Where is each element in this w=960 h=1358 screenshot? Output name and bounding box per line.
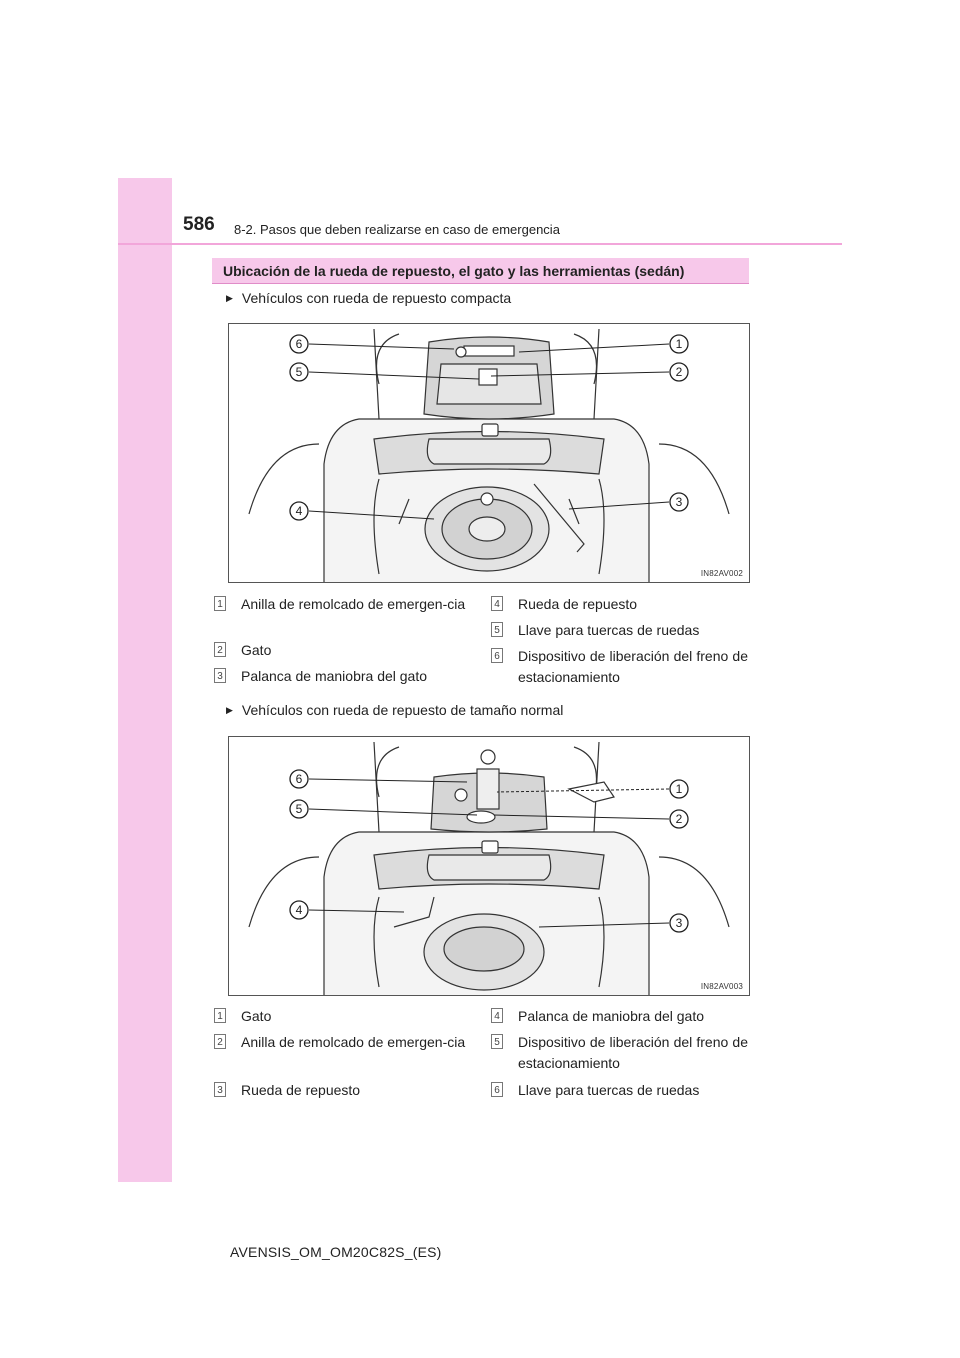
callout-1: 1	[669, 334, 689, 354]
legend-number: 4	[491, 1008, 503, 1023]
legend-number: 6	[491, 648, 503, 663]
callout-4: 4	[289, 501, 309, 521]
callout-3: 3	[669, 492, 689, 512]
legend-number: 5	[491, 622, 503, 637]
section-title: 8-2. Pasos que deben realizarse en caso …	[234, 222, 560, 237]
callout-3: 3	[669, 913, 689, 933]
header-divider	[118, 243, 842, 245]
legend-number: 2	[214, 642, 226, 657]
callout-4: 4	[289, 900, 309, 920]
callout-1: 1	[669, 779, 689, 799]
callout-6: 6	[289, 334, 309, 354]
callout-lines	[308, 343, 670, 520]
callout-6: 6	[289, 769, 309, 789]
legend-number: 3	[214, 668, 226, 683]
bullet-compact-spare: ▶ Vehículos con rueda de repuesto compact…	[226, 290, 511, 306]
svg-text:3: 3	[676, 495, 683, 509]
legend-text: Dispositivo de liberación del freno de e…	[518, 1034, 748, 1071]
callout-5: 5	[289, 799, 309, 819]
svg-text:1: 1	[676, 782, 683, 796]
callout-5: 5	[289, 362, 309, 382]
section-heading-text: Ubicación de la rueda de repuesto, el ga…	[223, 263, 685, 279]
legend-number: 5	[491, 1034, 503, 1049]
section-heading: Ubicación de la rueda de repuesto, el ga…	[212, 258, 749, 284]
svg-text:3: 3	[676, 916, 683, 930]
callout-2: 2	[669, 362, 689, 382]
legend-text: Gato	[241, 642, 272, 658]
legend-number: 2	[214, 1034, 226, 1049]
svg-text:6: 6	[296, 772, 303, 786]
car-trunk-illustration-2: 6 5 4 1 2 3	[248, 741, 730, 995]
svg-text:6: 6	[296, 337, 303, 351]
svg-text:5: 5	[296, 365, 303, 379]
callout-lines	[308, 778, 670, 928]
legend-text: Anilla de remolcado de emergen-cia	[241, 1034, 466, 1050]
legend-number: 6	[491, 1082, 503, 1097]
bullet-arrow-icon: ▶	[226, 705, 233, 715]
car-trunk-illustration-1: 6 5 4 1 2 3	[248, 328, 730, 582]
page-number: 586	[183, 214, 215, 235]
bullet-arrow-icon: ▶	[226, 293, 233, 303]
legend-text: Rueda de repuesto	[518, 596, 638, 612]
legend-number: 4	[491, 596, 503, 611]
svg-text:4: 4	[296, 504, 303, 518]
bullet-full-size-spare: ▶ Vehículos con rueda de repuesto de tama…	[226, 702, 563, 718]
figure-code: IN82AV003	[700, 982, 743, 991]
legend-text: Palanca de maniobra del gato	[518, 1008, 705, 1024]
legend-text: Palanca de maniobra del gato	[241, 668, 428, 684]
legend-text: Anilla de remolcado de emergen-cia	[241, 596, 466, 612]
bullet-text: Vehículos con rueda de repuesto compacta	[241, 290, 512, 306]
legend-text: Dispositivo de liberación del freno de e…	[518, 648, 748, 685]
legend-text: Llave para tuercas de ruedas	[518, 1082, 700, 1098]
figure-full-size-spare: 6 5 4 1 2 3 IN82AV003	[228, 736, 750, 996]
svg-text:2: 2	[676, 365, 683, 379]
figure-code: IN82AV002	[700, 569, 743, 578]
svg-text:2: 2	[676, 812, 683, 826]
figure-compact-spare: 6 5 4 1 2 3 IN82AV002	[228, 323, 750, 583]
sidebar-tab	[118, 178, 172, 1182]
callout-2: 2	[669, 809, 689, 829]
legend-text: Gato	[241, 1008, 272, 1024]
svg-text:1: 1	[676, 337, 683, 351]
svg-text:4: 4	[296, 903, 303, 917]
svg-text:5: 5	[296, 802, 303, 816]
legend-number: 3	[214, 1082, 226, 1097]
bullet-text: Vehículos con rueda de repuesto de tamañ…	[241, 702, 564, 718]
legend-text: Rueda de repuesto	[241, 1082, 361, 1098]
legend-number: 1	[214, 1008, 226, 1023]
legend-text: Llave para tuercas de ruedas	[518, 622, 700, 638]
document-footer: AVENSIS_OM_OM20C82S_(ES)	[230, 1244, 442, 1260]
legend-number: 1	[214, 596, 226, 611]
